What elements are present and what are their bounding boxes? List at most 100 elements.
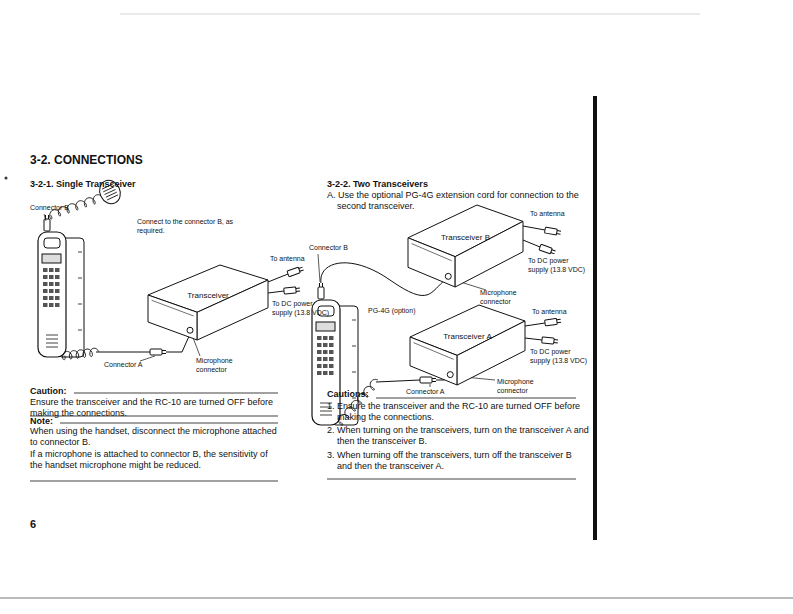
key [49, 289, 54, 293]
body-text: When using the handset, disconnect the m… [30, 426, 282, 448]
key [329, 371, 334, 375]
dc-cable [523, 240, 540, 247]
cable [96, 352, 150, 353]
key [329, 364, 334, 368]
key [323, 343, 328, 347]
body-text: If a microphone is attached to connector… [30, 449, 282, 471]
rule-line [60, 423, 278, 424]
transceiver-outline [148, 265, 268, 340]
callout-label: Connector A [406, 388, 445, 397]
cradle-slot [78, 278, 82, 279]
callout-label: To antenna [530, 210, 565, 219]
key [323, 364, 328, 368]
section-heading: 6 [30, 518, 36, 531]
key [49, 282, 54, 286]
mouthpiece-grille [46, 347, 58, 348]
transceiver-outline [410, 305, 525, 385]
antenna-plug [544, 227, 561, 236]
cable [166, 334, 190, 352]
key [43, 282, 48, 286]
microphone-connector [187, 327, 193, 333]
dc-plug [542, 337, 558, 344]
antenna-plug [287, 266, 304, 277]
rule-line [74, 393, 278, 394]
key [323, 336, 328, 340]
box-label: Transceiver B [441, 234, 490, 243]
section-heading: Cautions: [327, 389, 369, 400]
callout-label: To antenna [270, 255, 305, 264]
body-text: A. Use the optional PG-4G extension cord… [327, 190, 589, 212]
key [43, 296, 48, 300]
key [329, 357, 334, 361]
callout-label: To antenna [532, 308, 567, 317]
plug-pin [322, 283, 323, 287]
key [329, 343, 334, 347]
body-text: Ensure the transceiver and the RC-10 are… [30, 397, 282, 419]
key [43, 275, 48, 279]
connector-a-plug [420, 377, 436, 383]
transceiver-box: Transceiver A [410, 305, 525, 385]
key [317, 364, 322, 368]
page-edge-line [120, 14, 700, 15]
key [55, 268, 60, 272]
body-text: 2. When turning on the transceivers, tur… [327, 425, 589, 447]
plug-pin [319, 283, 320, 287]
dc-plug [539, 244, 556, 255]
section-heading: 3-2-2. Two Transceivers [327, 179, 428, 190]
plug-pin [296, 291, 300, 292]
plug-pin [432, 378, 436, 379]
microphone-connector [445, 273, 451, 279]
cable [376, 380, 420, 382]
key [317, 336, 322, 340]
transceiver-box: Transceiver [148, 265, 268, 340]
plug-body [420, 377, 432, 383]
side-face [197, 280, 268, 340]
display [42, 254, 61, 263]
plug-body [542, 337, 554, 344]
microphone-connector [447, 372, 453, 378]
plug-pin [557, 230, 561, 232]
cradle-slot [352, 372, 356, 373]
leader-line [44, 214, 46, 221]
key [55, 275, 60, 279]
key [43, 303, 48, 307]
display [316, 322, 335, 331]
plug-pin [162, 353, 166, 354]
callout-label: Microphone connector [497, 378, 553, 395]
leader-line [430, 384, 431, 387]
antenna-cable [523, 226, 545, 230]
key [329, 336, 334, 340]
plug-pin [557, 319, 561, 321]
callout-label: To DC power supply (13.8 VDC) [272, 300, 330, 317]
rule-line [327, 479, 576, 480]
handset-body [38, 232, 66, 357]
key [317, 357, 322, 361]
handset-unit [38, 232, 84, 357]
plug-pin [557, 233, 561, 235]
antenna-plug [545, 318, 562, 326]
callout-label: Connector B [309, 244, 348, 253]
plug-body [544, 227, 557, 235]
key [43, 289, 48, 293]
key [317, 371, 322, 375]
plug-pin [432, 381, 436, 382]
panel-line [152, 300, 194, 316]
plug-pin [300, 270, 304, 271]
key [323, 371, 328, 375]
antenna-cable [268, 274, 288, 282]
callout-label: Connector B [30, 204, 69, 213]
section-heading: 3-2-1. Single Transceiver [30, 179, 136, 190]
body-text: 3. When turning off the transceivers, tu… [327, 450, 589, 472]
key [49, 268, 54, 272]
key [55, 303, 60, 307]
callout-label: To DC power supply (13.8 VDC) [528, 257, 588, 274]
side-face [457, 321, 525, 385]
callout-label: Connector A [104, 361, 143, 370]
panel-line [413, 343, 453, 360]
key [55, 282, 60, 286]
page-heading: 3-2. CONNECTIONS [30, 153, 143, 168]
rule-line [30, 481, 278, 482]
plug-pin [551, 253, 555, 254]
transceiver-box: Transceiver B [408, 205, 523, 287]
